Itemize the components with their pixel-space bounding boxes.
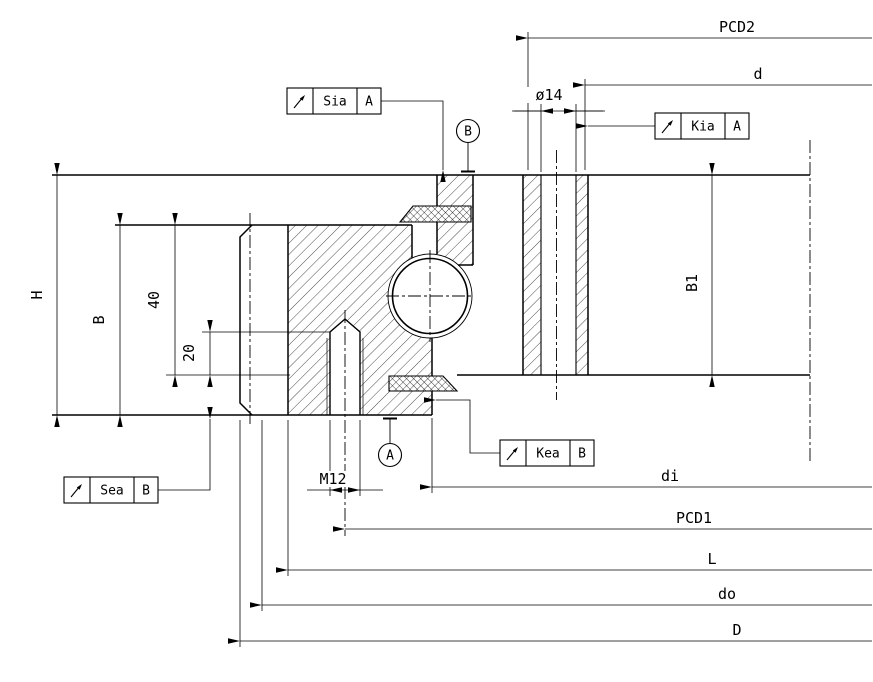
dim-label-di: di	[661, 467, 679, 485]
dim-label-d: d	[753, 65, 762, 83]
dim-label-dia14: ø14	[535, 86, 562, 104]
label-mask	[527, 87, 573, 103]
tolerance-frame-kia: Kia A	[576, 112, 750, 140]
runout-arrow-icon	[70, 484, 82, 498]
frame-kea-datum: B	[578, 447, 586, 462]
frame-sea-label: Sea	[100, 484, 123, 499]
dim-label-40: 40	[145, 291, 163, 309]
leader-line	[381, 100, 446, 182]
tolerance-frame-kea: Kea B	[424, 397, 595, 467]
dim-label-M12: M12	[319, 470, 346, 488]
frame-sia-label: Sia	[323, 95, 346, 110]
dim-label-B: B	[90, 315, 108, 324]
dim-label-do: do	[718, 585, 736, 603]
dim-label-D: D	[732, 621, 741, 639]
frame-kia-datum: A	[733, 120, 741, 135]
frame-sea-datum: B	[142, 484, 150, 499]
dim-label-20: 20	[180, 344, 198, 362]
leader-line	[424, 397, 500, 454]
runout-arrow-icon	[661, 120, 673, 134]
ring-gap-notch	[412, 224, 433, 258]
datum-b-label: B	[464, 125, 472, 140]
frame-kia-label: Kia	[691, 120, 714, 135]
leader-line	[158, 407, 213, 491]
dim-label-B1: B1	[683, 274, 701, 292]
datum-a: A	[377, 417, 403, 468]
datum-a-label: A	[386, 449, 394, 464]
dim-label-H: H	[28, 290, 46, 299]
tolerance-frame-sea: Sea B	[63, 407, 213, 504]
extension-lines	[166, 32, 586, 647]
dim-label-PCD1: PCD1	[676, 509, 712, 527]
dimension-labels: H B 40 20 B1 PCD2 d ø14 di PCD1 L do D M…	[28, 18, 763, 639]
runout-arrow-icon	[506, 447, 518, 461]
tolerance-frame-sia: Sia A	[286, 87, 446, 182]
frame-kea-label: Kea	[536, 447, 559, 462]
runout-arrow-icon	[293, 95, 305, 109]
upper-seal	[398, 205, 472, 223]
lower-seal	[388, 375, 459, 392]
dimension-lines	[54, 35, 872, 644]
dim-label-L: L	[707, 550, 716, 568]
dim-label-PCD2: PCD2	[719, 18, 755, 36]
datum-b: B	[455, 118, 481, 173]
outer-ring-section	[523, 175, 588, 375]
centerlines	[249, 140, 811, 536]
ball-centerlines	[386, 250, 474, 342]
ring-outlines	[52, 174, 810, 416]
frame-sia-datum: A	[365, 95, 373, 110]
label-mask	[314, 471, 352, 487]
